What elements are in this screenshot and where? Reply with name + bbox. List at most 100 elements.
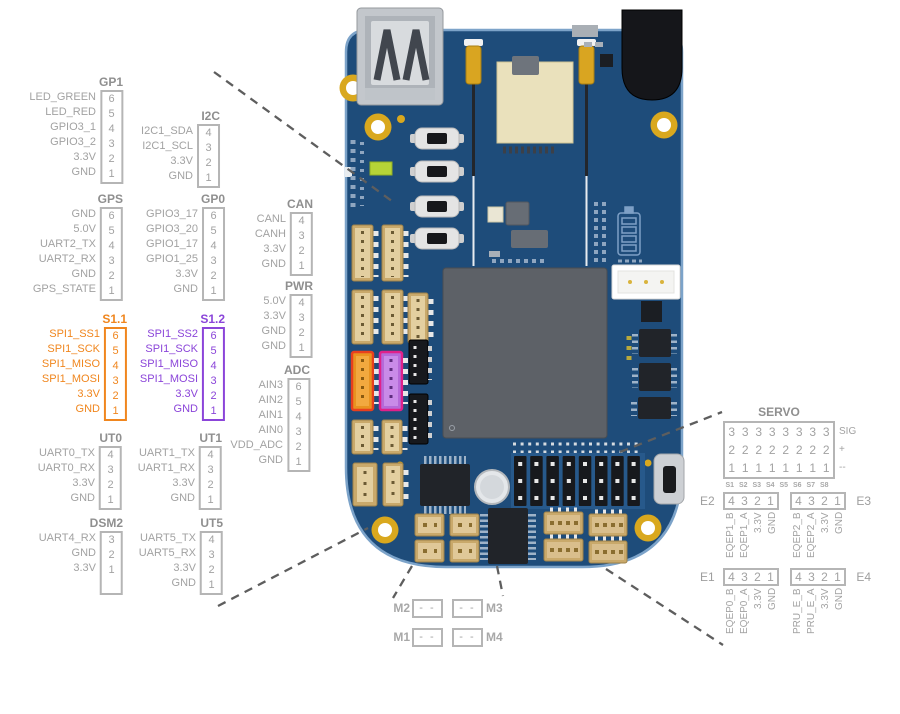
callout-line-m3 (495, 565, 505, 597)
black-connector-icon (408, 339, 432, 385)
encoder-connector-icon (588, 536, 628, 564)
encoder-pin-box: 4 3 2 1 (723, 568, 779, 586)
pin-table-gp0: GP0 GPIO3_17 GPIO3_20 GPIO1_17 GPIO1_25 … (146, 193, 225, 301)
pin-table-header: S1.2 (200, 312, 225, 326)
user-button-icon (409, 195, 465, 218)
servo-pin: 3 (728, 425, 736, 439)
pin-number: 1 (298, 260, 305, 272)
spi-s12-connector-icon (378, 350, 408, 412)
pin-number: 3 (210, 255, 217, 267)
pin-label: UART1_TX (138, 447, 195, 459)
pin-number: 6 (108, 210, 115, 222)
servo-pin: 1 (809, 461, 817, 475)
pin-table-header: S1.1 (102, 312, 127, 326)
pin-number: 1 (205, 172, 212, 184)
callout-line-servo (619, 410, 723, 454)
pin-number: 4 (210, 240, 217, 252)
pin-number: 3 (108, 255, 115, 267)
mount-hole-icon (371, 516, 399, 544)
pin-number: 1 (108, 285, 115, 297)
servo-channel: S7 (806, 482, 816, 489)
pin-label: GND (258, 454, 283, 466)
mount-hole-icon (650, 111, 678, 139)
encoder-pin: 2 (821, 570, 828, 584)
servo-pin: 3 (768, 425, 776, 439)
power-button-icon (653, 453, 685, 505)
encoder-label: E4 (856, 570, 871, 584)
encoder-label: E2 (700, 494, 715, 508)
edge-component (345, 167, 352, 177)
pin-table-pwr: PWR 5.0V 3.3V GND GND 4 3 2 1 (262, 280, 313, 358)
chip-icon (600, 54, 613, 67)
servo-pin: 2 (741, 443, 749, 457)
encoder-signal-label: 3.3V (820, 512, 831, 533)
pin-label: SPI1_SS1 (49, 328, 100, 340)
motor-label-m2: M2 (393, 601, 410, 615)
callout-line-m2 (392, 565, 413, 599)
pin-number: 4 (112, 360, 119, 372)
servo-pin: 3 (741, 425, 749, 439)
led-icon (369, 161, 393, 176)
pin-table-header: PWR (285, 279, 313, 293)
pin-table-header: UT0 (99, 431, 122, 445)
pin-label: GND (70, 492, 95, 504)
pin-number: 1 (295, 456, 302, 468)
motor-connector-icon (414, 513, 445, 537)
encoder-signal-label: PRU_E_A (806, 588, 817, 634)
servo-pin: 2 (809, 443, 817, 457)
encoder-pin: 1 (834, 494, 841, 508)
servo-channel: S5 (779, 482, 789, 489)
encoder-signal-label: GND (767, 588, 778, 611)
pin-label: AIN3 (258, 379, 283, 391)
servo-pin: 3 (755, 425, 763, 439)
user-button-icon (409, 160, 465, 183)
pin-label: UART4_RX (38, 532, 96, 544)
servo-channel: S2 (738, 482, 748, 489)
encoder-pin: 1 (767, 494, 774, 508)
pin-number: 3 (108, 534, 115, 546)
servo-pin: 1 (768, 461, 776, 475)
servo-pin: 2 (782, 443, 790, 457)
servo-title: SERVO (758, 405, 800, 419)
motor-label-m1: M1 (393, 630, 410, 644)
pin-number: 4 (205, 127, 212, 139)
pin-label: 3.3V (73, 151, 96, 163)
pin-number: 4 (298, 215, 305, 227)
pin-label: GND (71, 166, 96, 178)
pin-label: 3.3V (263, 310, 286, 322)
pin-label: 3.3V (175, 388, 198, 400)
servo-pin: 1 (795, 461, 803, 475)
encoder-signal-label: GND (834, 588, 845, 611)
encoder-connector-icon (543, 507, 584, 535)
encoder-signal-label: EQEP0_A (739, 588, 750, 634)
servo-channel: S1 (725, 482, 735, 489)
pin-number: 2 (295, 441, 302, 453)
pin-label: LED_RED (45, 106, 96, 118)
pin-label: 3.3V (72, 477, 95, 489)
white-connector-icon (611, 264, 681, 300)
motor-connector-icon (414, 539, 445, 563)
motor-pin-box: - - (452, 599, 483, 618)
pin-label: GND (261, 258, 286, 270)
servo-pin: 2 (728, 443, 736, 457)
user-button-icon (409, 127, 465, 150)
servo-channel: S8 (819, 482, 829, 489)
pin-table-header: ADC (284, 363, 310, 377)
motor-label-m3: M3 (486, 601, 503, 615)
callout-line-encoders (605, 568, 724, 646)
pin-label: UART5_TX (139, 532, 196, 544)
pin-number: 1 (298, 342, 305, 354)
pin-label: UART2_RX (38, 253, 96, 265)
pin-number: 2 (207, 479, 214, 491)
pin-number: 2 (108, 549, 115, 561)
pin-label: GPS_STATE (32, 283, 96, 295)
soic-chip-icon (632, 329, 677, 357)
servo-pin: 3 (822, 425, 830, 439)
pin-number: 3 (298, 230, 305, 242)
pin-table-ut5: UT5 UART5_TX UART5_RX 3.3V GND 4 3 2 1 (139, 517, 223, 595)
pin-label: VDD_ADC (230, 439, 283, 451)
callout-line-gp-group (213, 71, 397, 205)
gold-pad (397, 115, 405, 123)
